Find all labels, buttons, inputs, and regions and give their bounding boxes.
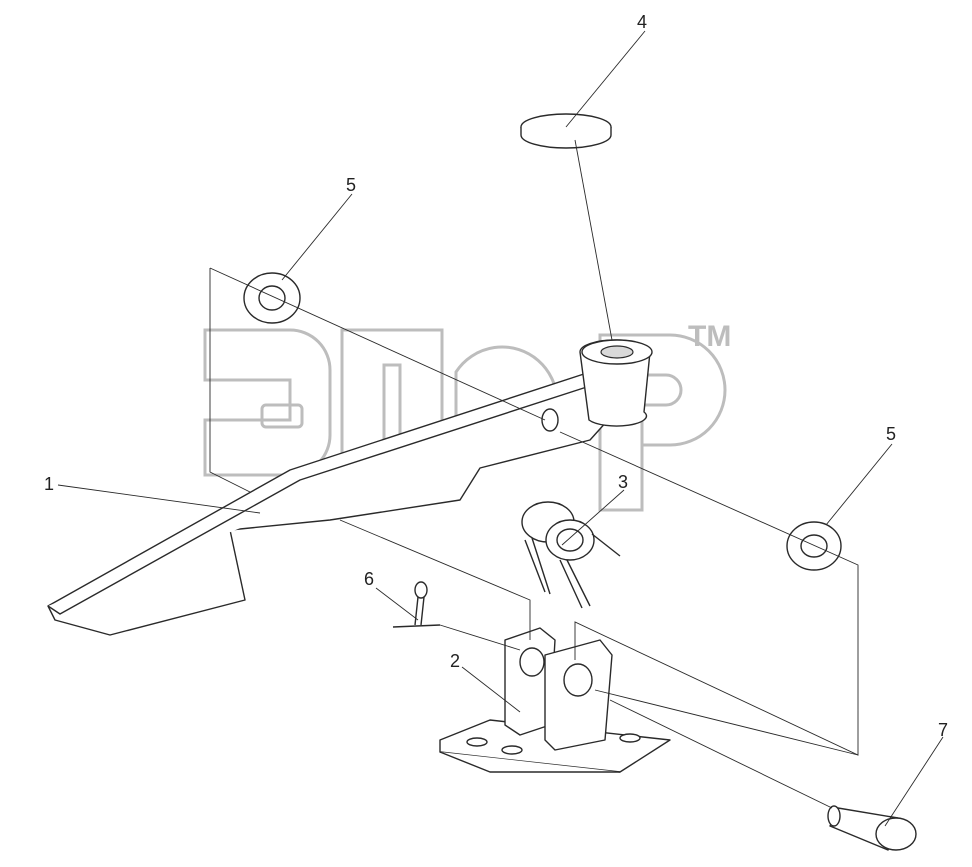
part-5-washer-upper — [243, 272, 301, 324]
leader-lines — [57, 30, 944, 827]
part-5-washer-right — [786, 521, 842, 571]
watermark-trademark: TM — [688, 320, 731, 353]
callout-1: 1 — [44, 474, 54, 494]
callout-5-right: 5 — [886, 424, 896, 444]
callout-2: 2 — [450, 651, 460, 671]
part-4-cap — [520, 113, 612, 149]
callout-5-upper: 5 — [346, 175, 356, 195]
part-7-pin — [827, 805, 917, 851]
part-3-spring — [521, 501, 621, 609]
callout-3: 3 — [618, 472, 628, 492]
callout-labels: 4 5 5 1 3 6 2 7 — [44, 12, 948, 740]
part-2-bracket — [439, 627, 671, 773]
part-1-pedal — [47, 339, 653, 636]
callout-6: 6 — [364, 569, 374, 589]
callout-7: 7 — [938, 720, 948, 740]
part-6-cotter-pin — [392, 581, 441, 628]
callout-4: 4 — [637, 12, 647, 32]
